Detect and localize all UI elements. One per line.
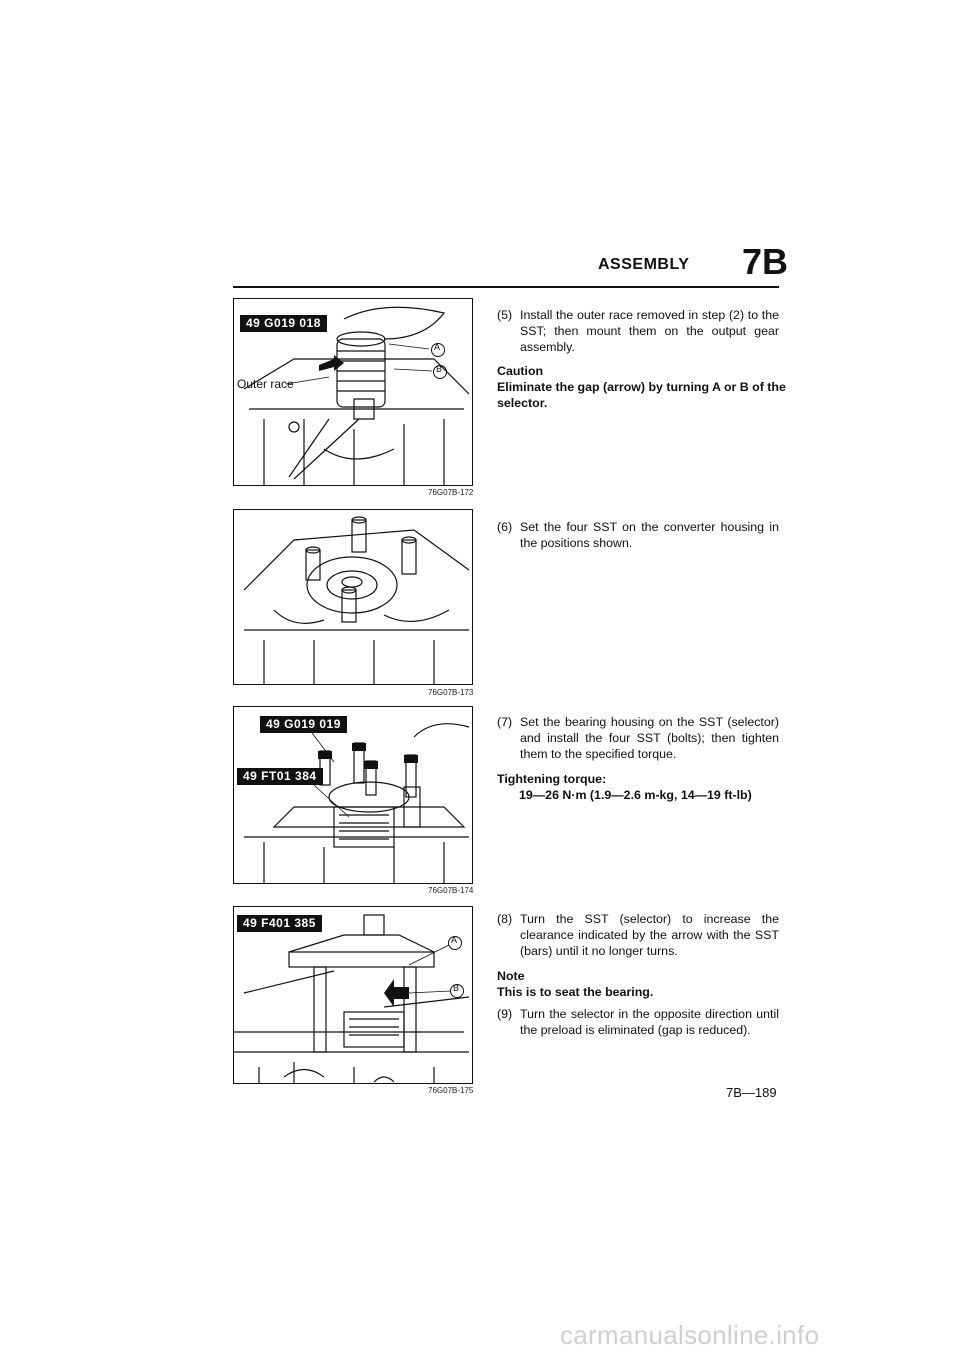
- watermark: carmanualsonline.info: [560, 1320, 820, 1350]
- step-number: (8): [497, 912, 513, 926]
- step-number: (7): [497, 715, 513, 729]
- callout-a: A: [434, 342, 441, 352]
- figure-housing-illustration: [243, 516, 470, 684]
- figure-bars-illustration: [234, 914, 470, 1083]
- figure-bearing-housing-illustration: [244, 723, 470, 883]
- tool-label-selector-2: 49 G019 019: [260, 716, 347, 733]
- step-number: (9): [497, 1007, 513, 1021]
- callout-a-2: A: [451, 935, 458, 945]
- torque-block: Tightening torque: 19—26 N·m (1.9—2.6 m-…: [497, 771, 787, 803]
- note-block: Note This is to seat the bearing.: [497, 968, 787, 1000]
- step-number: (5): [497, 308, 513, 322]
- figure-outer-race-install: 49 G019 018 Outer race A B: [233, 298, 473, 486]
- figure-code-172: 76G07B-172: [428, 488, 474, 497]
- step-text: Turn the selector in the opposite direct…: [520, 1007, 779, 1037]
- note-heading: Note: [497, 969, 525, 983]
- torque-value: 19—26 N·m (1.9—2.6 m-kg, 14—19 ft-lb): [519, 788, 752, 802]
- step-5: (5) Install the outer race removed in st…: [497, 307, 779, 355]
- callout-b: B: [436, 364, 443, 374]
- step-text: Set the four SST on the converter housin…: [520, 520, 779, 550]
- page-number: 7B—189: [726, 1085, 777, 1100]
- tool-label-bars: 49 F401 385: [237, 915, 322, 932]
- header-rule: [233, 286, 779, 288]
- figure-code-174: 76G07B-174: [428, 886, 474, 895]
- step-6: (6) Set the four SST on the converter ho…: [497, 519, 779, 551]
- figure-outer-race-illustration: [243, 306, 470, 485]
- step-number: (6): [497, 520, 513, 534]
- caution-heading: Caution: [497, 364, 544, 378]
- figure-sst-on-housing: [233, 509, 473, 685]
- section-title: ASSEMBLY: [598, 256, 690, 273]
- chapter-number: 7B: [742, 241, 789, 282]
- torque-heading: Tightening torque:: [497, 772, 607, 786]
- callout-outer-race: Outer race: [237, 377, 294, 391]
- figure-code-175: 76G07B-175: [428, 1086, 474, 1095]
- step-text: Set the bearing housing on the SST (sele…: [520, 715, 779, 761]
- figure-code-173: 76G07B-173: [428, 688, 474, 697]
- callout-b-2: B: [453, 983, 460, 993]
- step-7: (7) Set the bearing housing on the SST (…: [497, 714, 779, 762]
- step-9: (9) Turn the selector in the opposite di…: [497, 1006, 779, 1038]
- note-text: This is to seat the bearing.: [497, 985, 654, 999]
- caution-block: Caution Eliminate the gap (arrow) by tur…: [497, 363, 787, 411]
- step-8: (8) Turn the SST (selector) to increase …: [497, 911, 779, 959]
- step-text: Install the outer race removed in step (…: [520, 308, 779, 354]
- caution-text: Eliminate the gap (arrow) by turning A o…: [497, 380, 786, 410]
- tool-label-selector: 49 G019 018: [240, 315, 327, 332]
- figure-bars-selector: 49 F401 385 A B: [233, 906, 473, 1084]
- step-text: Turn the SST (selector) to increase the …: [520, 912, 779, 958]
- tool-label-bolts: 49 FT01 384: [237, 768, 323, 785]
- figure-bearing-housing: 49 G019 019 49 FT01 384: [233, 706, 473, 884]
